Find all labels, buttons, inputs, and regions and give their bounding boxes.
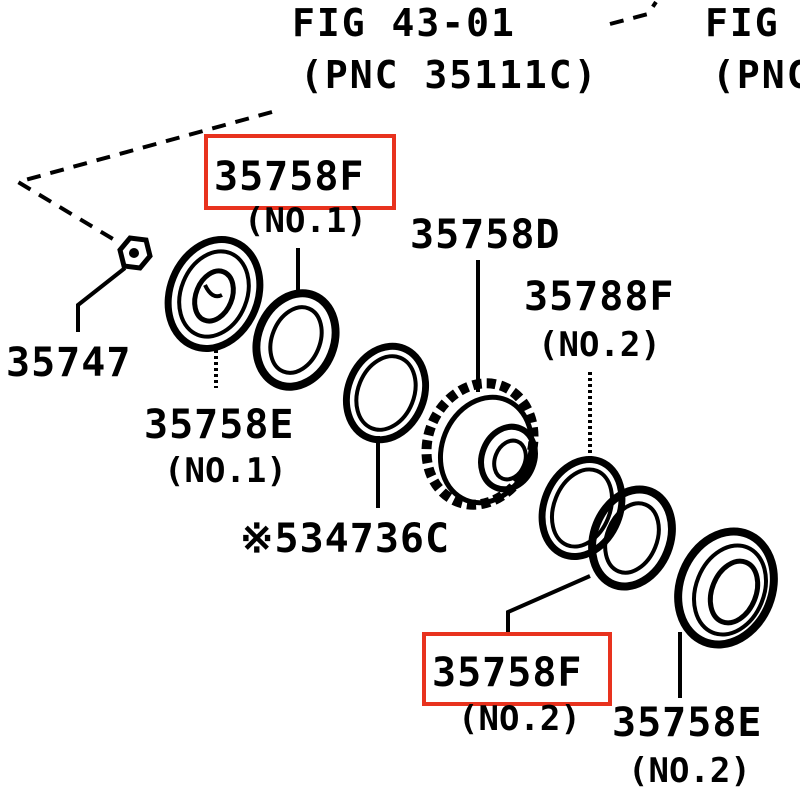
fig-ref-title-2: FIG (705, 1, 780, 45)
label-35788F-no2: 35788F (524, 274, 675, 320)
ring-35788F-no2 (538, 456, 626, 560)
ring-35758F-no2 (588, 485, 676, 591)
bearing-35758E-no2 (674, 527, 778, 649)
fig-ref-dashed-leader-2 (609, 0, 658, 26)
label-35747: 35747 (6, 340, 131, 386)
ring-534736C (342, 342, 430, 444)
ring-35758F-no1 (252, 289, 340, 391)
label-35758F-no2: 35758F (432, 650, 583, 696)
label-35758E-no1: 35758E (144, 402, 295, 448)
note-35758F-no2: (NO.2) (458, 699, 581, 739)
highlight-box-35758F-no1 (204, 134, 396, 210)
label-35758F-no1: 35758F (214, 154, 365, 200)
gear-35758D (421, 378, 539, 510)
leader-35747 (76, 266, 127, 332)
highlight-box-35758F-no2 (422, 632, 612, 706)
label-35758E-no2: 35758E (612, 700, 763, 746)
label-35758D: 35758D (410, 212, 561, 258)
label-534736C: ※534736C (240, 516, 450, 562)
nut-35747 (117, 235, 153, 271)
note-35758E-no1: (NO.1) (164, 451, 287, 491)
fig-ref-pnc-1: (PNC 35111C) (300, 53, 599, 97)
leader-35758F-no2 (506, 574, 591, 636)
fig-ref-pnc-2: (PNC (712, 53, 800, 97)
note-35758F-no1: (NO.1) (244, 201, 367, 241)
fig-ref-dashed-leader-1 (12, 110, 273, 244)
note-35758E-no2: (NO.2) (628, 751, 751, 791)
note-35788F-no2: (NO.2) (538, 325, 661, 365)
fig-ref-title-1: FIG 43-01 (292, 1, 516, 45)
bearing-35758E-no1 (164, 236, 264, 352)
